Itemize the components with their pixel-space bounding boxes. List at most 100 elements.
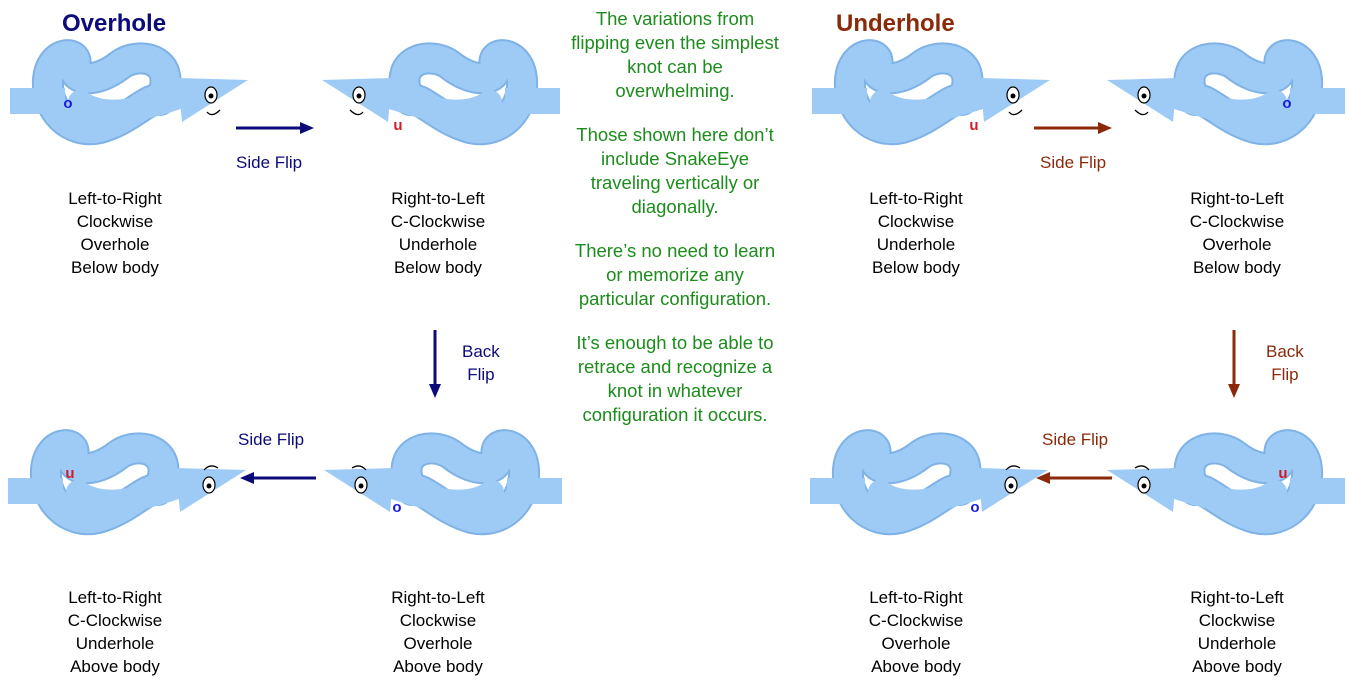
caption-overhole-top-left: Left-to-Right Clockwise Overhole Below b… (30, 187, 200, 279)
overhole-side-flip-bottom-label: Side Flip (238, 430, 305, 449)
snake-mouth (1134, 109, 1149, 116)
snake-pupil (1008, 483, 1014, 489)
caption-line: C-Clockwise (868, 611, 964, 630)
caption-line: Underhole (876, 235, 956, 254)
knot-overhole-top-right: u (322, 39, 560, 146)
rope-crossing (1158, 83, 1287, 124)
knot-overhole-bottom-right: o (324, 429, 562, 536)
rope-crossing (1158, 473, 1287, 514)
snake-brow (203, 465, 219, 471)
rope-crossing (868, 473, 997, 514)
caption-line: Below body (1193, 258, 1281, 277)
rope-loop (835, 41, 982, 144)
knot-underhole-top-right: o (1107, 39, 1345, 146)
caption-line: Above body (393, 657, 483, 676)
rope-tail (812, 88, 867, 114)
caption-line: Overhole (80, 235, 150, 254)
center-paragraph: There’s no need to learn or memorize any… (574, 240, 776, 309)
rope-crossing (373, 83, 502, 124)
caption-line: C-Clockwise (390, 212, 486, 231)
caption-line: Below body (71, 258, 159, 277)
knot-underhole-bottom-right: u (1107, 429, 1345, 536)
knot-marker-label: o (392, 499, 401, 516)
rope-crossing (375, 473, 504, 514)
center-paragraph: Those shown here don’t include SnakeEye … (576, 124, 774, 217)
knot-marker-label: o (1282, 95, 1291, 112)
side-flip-arrow-left (240, 472, 316, 484)
rope-loop (390, 41, 537, 144)
back-flip-arrow-down (1228, 330, 1240, 398)
underhole-title: Underhole (836, 10, 955, 37)
caption-line: C-Clockwise (1189, 212, 1285, 231)
rope-tail (8, 478, 63, 504)
snake-pupil (1141, 483, 1147, 489)
snake-brow (1005, 465, 1021, 471)
knot-underhole-bottom-left: o (810, 429, 1048, 536)
caption-line: Underhole (1197, 634, 1277, 653)
knot-marker-label: o (970, 499, 979, 516)
caption-line: Right-to-Left (1190, 189, 1284, 208)
caption-line: Clockwise (877, 212, 955, 231)
knot-underhole-top-left: u (812, 39, 1050, 146)
caption-underhole-bottom-left: Left-to-Right C-Clockwise Overhole Above… (831, 586, 1001, 678)
snake-mouth (349, 109, 364, 116)
caption-line: Above body (70, 657, 160, 676)
rope-loop (1175, 431, 1322, 534)
back-flip-arrow-down (429, 330, 441, 398)
snake-pupil (1010, 93, 1016, 99)
caption-line: Overhole (881, 634, 951, 653)
caption-line: Left-to-Right (68, 588, 162, 607)
snake-pupil (358, 483, 364, 489)
caption-line: Left-to-Right (68, 189, 162, 208)
snake-pupil (206, 483, 212, 489)
center-explanation: The variations from flipping even the si… (570, 7, 780, 447)
snake-brow (1134, 465, 1150, 471)
caption-underhole-top-left: Left-to-Right Clockwise Underhole Below … (831, 187, 1001, 279)
side-flip-arrow-right (1034, 122, 1112, 134)
caption-line: Overhole (1202, 235, 1272, 254)
side-flip-arrow-right (236, 122, 314, 134)
rope-loop (1175, 41, 1322, 144)
snake-pupil (208, 93, 214, 99)
rope-loop (31, 431, 178, 534)
knot-overhole-top-left: o (10, 39, 248, 146)
caption-line: Clockwise (1198, 611, 1276, 630)
rope-crossing (68, 83, 197, 124)
caption-line: Left-to-Right (869, 189, 963, 208)
snake-pupil (356, 93, 362, 99)
rope-tail (810, 478, 865, 504)
overhole-title: Overhole (62, 10, 167, 37)
side-flip-arrow-left (1036, 472, 1112, 484)
caption-line: Underhole (398, 235, 478, 254)
caption-overhole-bottom-right: Right-to-Left Clockwise Overhole Above b… (353, 586, 523, 678)
caption-underhole-top-right: Right-to-Left C-Clockwise Overhole Below… (1152, 187, 1322, 279)
snake-mouth (206, 109, 221, 116)
caption-line: Clockwise (399, 611, 477, 630)
snake-mouth (1008, 109, 1023, 116)
caption-line: Above body (871, 657, 961, 676)
knot-marker-label: u (1278, 465, 1287, 482)
caption-line: Clockwise (76, 212, 154, 231)
caption-line: Above body (1192, 657, 1282, 676)
snake-pupil (1141, 93, 1147, 99)
center-paragraph: The variations from flipping even the si… (571, 8, 779, 101)
underhole-back-flip-label: Back Flip (1266, 342, 1304, 384)
underhole-side-flip-top-label: Side Flip (1040, 153, 1107, 172)
caption-line: Below body (394, 258, 482, 277)
rope-crossing (870, 83, 999, 124)
overhole-side-flip-top-label: Side Flip (236, 153, 303, 172)
caption-overhole-top-right: Right-to-Left C-Clockwise Underhole Belo… (353, 187, 523, 279)
caption-line: Right-to-Left (391, 588, 485, 607)
rope-tail (10, 88, 65, 114)
caption-underhole-bottom-right: Right-to-Left Clockwise Underhole Above … (1152, 586, 1322, 678)
underhole-side-flip-bottom-label: Side Flip (1042, 430, 1109, 449)
snake-brow (351, 465, 367, 471)
knot-overhole-bottom-left: u (8, 429, 246, 536)
rope-loop (833, 431, 980, 534)
overhole-back-flip-label: Back Flip (462, 342, 500, 384)
knot-marker-label: u (393, 117, 402, 134)
knot-marker-label: u (65, 465, 74, 482)
center-paragraph: It’s enough to be able to retrace and re… (576, 332, 774, 425)
caption-line: Right-to-Left (391, 189, 485, 208)
knot-marker-label: o (63, 95, 72, 112)
